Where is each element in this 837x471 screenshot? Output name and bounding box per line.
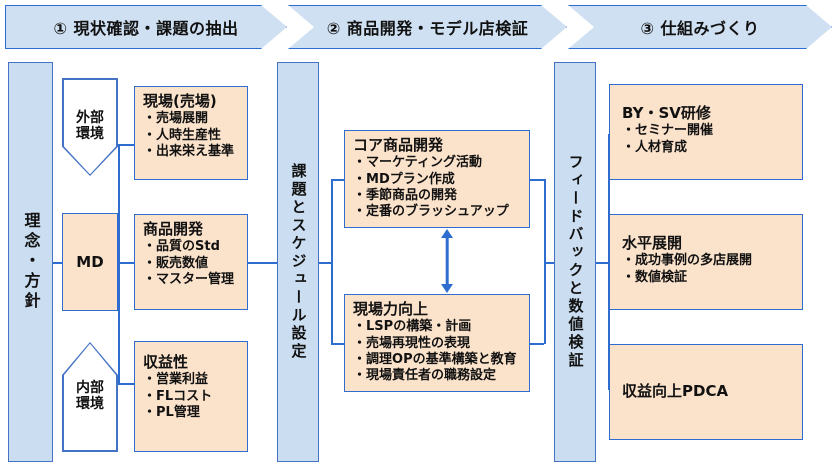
bracket-center-branch-top [331, 179, 345, 181]
box-genba-uriba-bullet-2: 人時生産性 [143, 128, 247, 144]
box-suihei-tenkai: 水平展開 成功事例の多店展開 数値検証 [609, 214, 803, 310]
box-core-shouhin-kaihatsu-title: コア商品開発 [353, 136, 444, 154]
box-shouhin-kaihatsu-bullet-3: マスター管理 [143, 272, 247, 288]
box-genbaryoku-koujou-bullet-1: LSPの構築・計画 [353, 319, 529, 335]
box-genbaryoku-koujou: 現場力向上 LSPの構築・計画 売場再現性の表現 調理OPの基準構築と教育 現場… [344, 294, 530, 392]
phase-chevron-1: ① 現状確認・課題の抽出 [5, 5, 287, 49]
box-by-sv-kenshu-title: BY・SV研修 [622, 104, 711, 122]
box-genbaryoku-koujou-title: 現場力向上 [353, 300, 429, 318]
box-core-shouhin-kaihatsu-bullet-1: マーケティング活動 [353, 155, 529, 171]
bracket-center-branch-bottom [331, 343, 345, 345]
box-by-sv-kenshu: BY・SV研修 セミナー開催 人材育成 [609, 84, 803, 180]
pillar-schedule: 課題とスケジュール設定 [277, 62, 319, 462]
box-suihei-tenkai-title: 水平展開 [622, 234, 683, 252]
box-shueki-koujou-pdca-title: 収益向上PDCA [622, 381, 729, 400]
connector-center-top-out [530, 179, 544, 181]
box-core-shouhin-kaihatsu-bullet-3: 季節商品の開発 [353, 188, 529, 204]
box-genba-uriba-title: 現場(売場) [143, 92, 217, 110]
pillar-policy: 理念・方針 [8, 62, 53, 462]
phase-chevron-1-label: ① 現状確認・課題の抽出 [53, 19, 239, 38]
external-environment-label: 外部 環境 [76, 110, 104, 142]
arrow-head-down [441, 284, 453, 293]
box-shuuekisei: 収益性 営業利益 FLコスト PL管理 [134, 341, 248, 452]
box-shuuekisei-title: 収益性 [143, 353, 189, 371]
phase-chevron-2: ② 商品開発・モデル店検証 [288, 5, 567, 49]
box-suihei-tenkai-bullet-2: 数値検証 [622, 270, 802, 286]
box-genba-uriba: 現場(売場) 売場展開 人時生産性 出来栄え基準 [134, 86, 248, 180]
pillar-schedule-label: 課題とスケジュール設定 [289, 163, 308, 361]
box-genbaryoku-koujou-bullet-2: 売場再現性の表現 [353, 336, 529, 352]
bracket-left-branch-top [118, 144, 136, 146]
external-environment-box: 外部 環境 [62, 78, 118, 176]
box-by-sv-kenshu-bullet-2: 人材育成 [622, 140, 802, 156]
connector-center-out-spine [544, 179, 546, 344]
pillar-policy-label: 理念・方針 [21, 212, 41, 312]
connector-feedback-spine [596, 262, 608, 264]
phase-chevron-2-label: ② 商品開発・モデル店検証 [326, 19, 529, 38]
bracket-left-branch-mid [118, 262, 136, 264]
connector-schedule-spine [319, 262, 331, 264]
box-genba-uriba-bullet-1: 売場展開 [143, 111, 247, 127]
box-core-shouhin-kaihatsu-bullet-2: MDプラン作成 [353, 172, 529, 188]
box-genbaryoku-koujou-bullet-3: 調理OPの基準構築と教育 [353, 352, 529, 368]
pillar-feedback: フィードバックと数値検証 [554, 62, 596, 462]
connector-left-to-schedule [248, 262, 280, 264]
box-genba-uriba-bullet-3: 出来栄え基準 [143, 144, 247, 160]
box-shuuekisei-bullet-1: 営業利益 [143, 372, 247, 388]
box-shuuekisei-bullet-2: FLコスト [143, 389, 247, 405]
box-genbaryoku-koujou-bullet-4: 現場責任者の職務設定 [353, 368, 529, 384]
bracket-left-branch-bottom [118, 383, 136, 385]
box-shouhin-kaihatsu-title: 商品開発 [143, 220, 204, 238]
md-box: MD [62, 213, 118, 311]
internal-environment-label: 内部 環境 [76, 380, 104, 412]
box-core-shouhin-kaihatsu: コア商品開発 マーケティング活動 MDプラン作成 季節商品の開発 定番のブラッシ… [344, 130, 530, 228]
arrow-shaft [445, 235, 449, 287]
connector-center-bottom-out [530, 343, 544, 345]
box-by-sv-kenshu-bullet-1: セミナー開催 [622, 123, 802, 139]
box-shouhin-kaihatsu: 商品開発 品質のStd 販売数値 マスター管理 [134, 214, 248, 310]
connector-center-to-feedback [544, 262, 556, 264]
box-shouhin-kaihatsu-bullet-2: 販売数値 [143, 256, 247, 272]
pillar-feedback-label: フィードバックと数値検証 [566, 154, 585, 370]
box-shouhin-kaihatsu-bullet-1: 品質のStd [143, 239, 247, 255]
bracket-left-spine [118, 144, 120, 384]
phase-chevron-3: ③ 仕組みづくり [568, 5, 832, 49]
bidirectional-arrow [437, 229, 457, 293]
md-label: MD [76, 253, 104, 271]
box-shueki-koujou-pdca: 収益向上PDCA [609, 344, 803, 440]
box-core-shouhin-kaihatsu-bullet-4: 定番のブラッシュアップ [353, 204, 529, 220]
arrow-head-up [441, 229, 453, 238]
box-shuuekisei-bullet-3: PL管理 [143, 405, 247, 421]
bracket-center-spine [331, 179, 333, 344]
box-suihei-tenkai-bullet-1: 成功事例の多店展開 [622, 253, 802, 269]
phase-chevron-3-label: ③ 仕組みづくり [640, 19, 760, 38]
bracket-right-spine [608, 134, 610, 389]
internal-environment-box: 内部 環境 [62, 342, 118, 452]
